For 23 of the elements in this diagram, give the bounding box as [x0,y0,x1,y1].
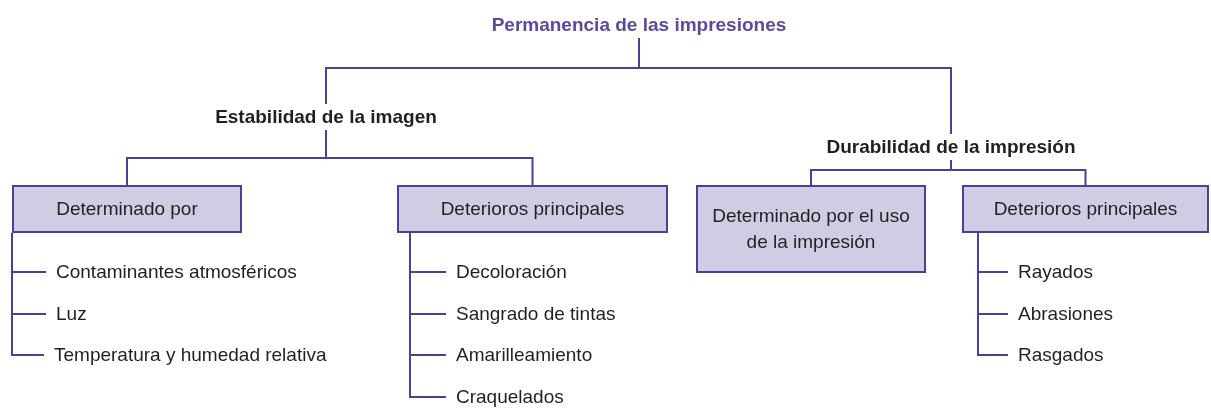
branch-heading: Estabilidad de la imagen [166,104,486,130]
category-box: Determinado por [12,185,242,233]
list-item: Luz [46,301,146,327]
category-box: Deterioros principales [962,185,1209,233]
connector-line [11,232,45,356]
branch-heading: Durabilidad de la impresión [781,134,1121,160]
list-item: Decoloración [446,259,646,285]
category-box: Determinado por el uso de la impresión [696,185,926,273]
list-item: Rayados [1008,259,1158,285]
category-box: Deterioros principales [397,185,668,233]
list-item: Abrasiones [1008,301,1158,327]
connector-line [977,232,1009,356]
list-item: Amarilleamiento [446,342,646,368]
list-item: Craquelados [446,384,646,410]
root-heading: Permanencia de las impresiones [439,12,839,38]
list-item: Sangrado de tintas [446,301,676,327]
connector-line [409,232,447,398]
connector-line [638,37,952,135]
list-item: Temperatura y humedad relativa [44,342,404,368]
connector-line [950,159,1087,186]
list-item: Contaminantes atmosféricos [46,259,376,285]
list-item: Rasgados [1008,342,1158,368]
connector-line [325,129,534,186]
